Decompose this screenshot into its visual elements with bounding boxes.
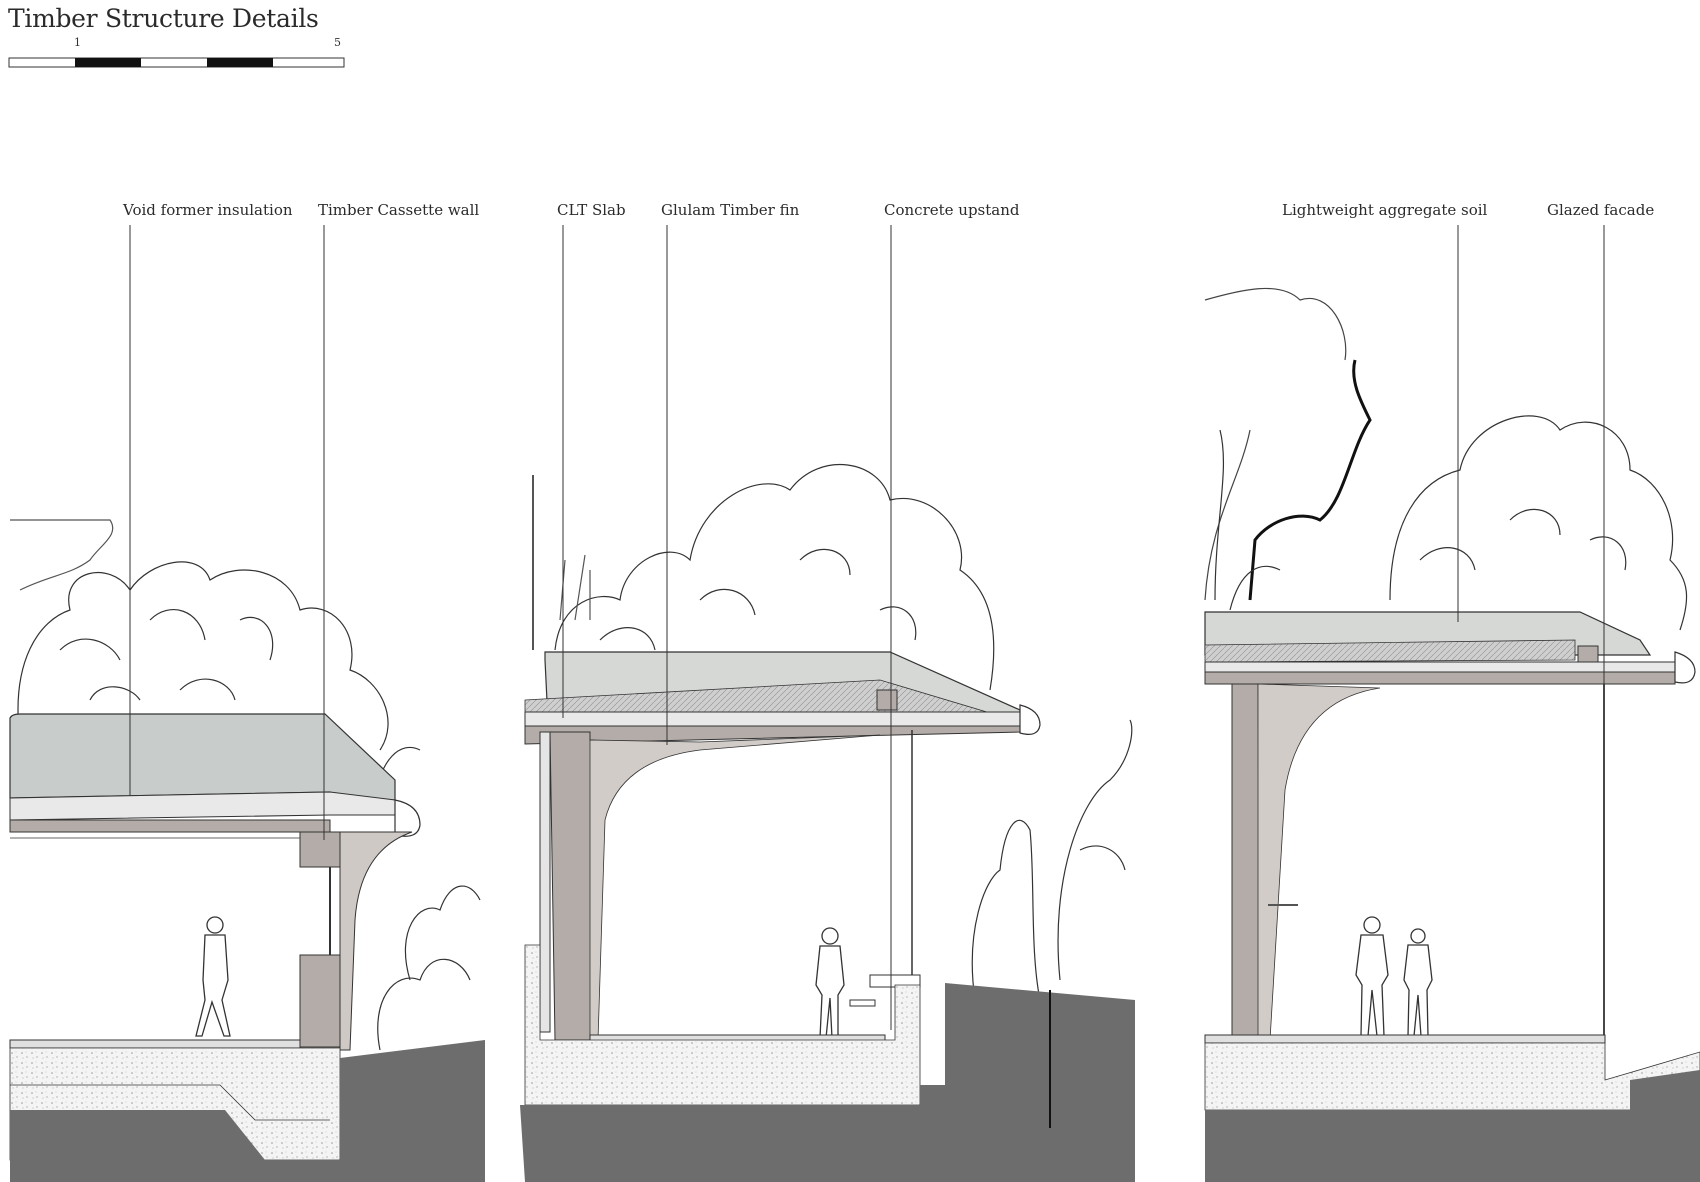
vegetation-1 [10,519,481,1051]
leader-lines [129,225,1605,1030]
scale-label-end: 5 [334,36,341,49]
label-timber-cassette-wall: Timber Cassette wall [318,201,480,219]
label-clt-slab: CLT Slab [557,201,626,219]
section-2 [520,464,1135,1182]
label-lightweight-aggregate-soil: Lightweight aggregate soil [1282,201,1488,219]
drawing-title: Timber Structure Details [8,4,319,33]
section-3 [1204,287,1700,1182]
scale-label-start: 1 [74,36,81,49]
label-void-former-insulation: Void former insulation [123,201,293,219]
scale-bar [8,57,345,68]
label-glazed-facade: Glazed facade [1547,201,1655,219]
label-concrete-upstand: Concrete upstand [884,201,1020,219]
section-1 [9,519,485,1182]
label-glulam-timber-fin: Glulam Timber fin [661,201,800,219]
